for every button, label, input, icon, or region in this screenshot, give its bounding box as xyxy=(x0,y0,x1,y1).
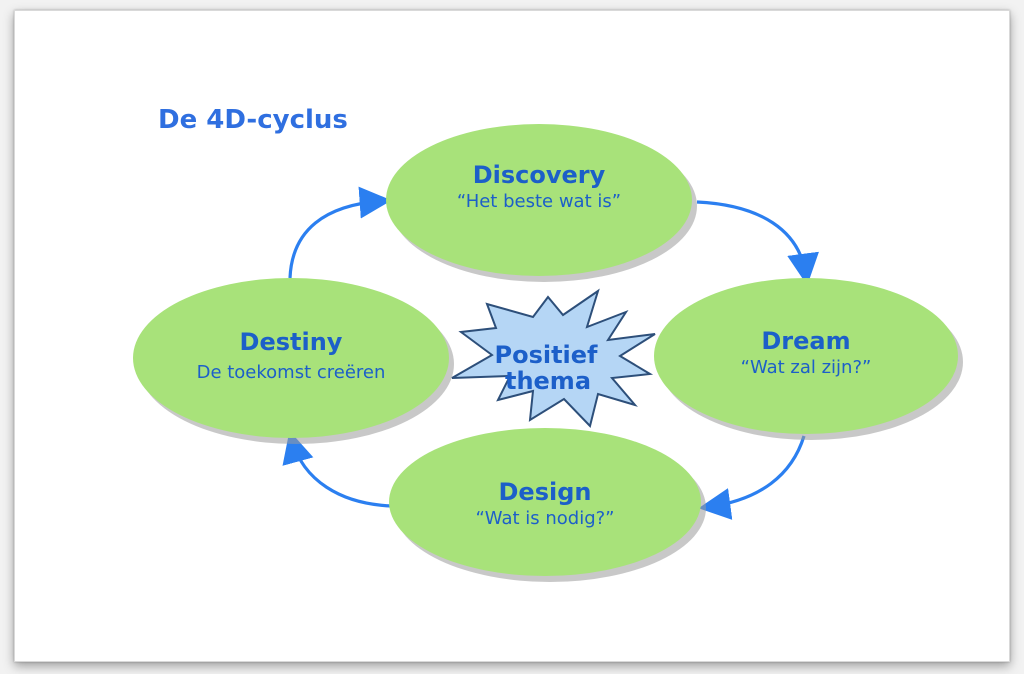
arrow-design-to-destiny xyxy=(282,430,393,508)
node-destiny-subtitle: De toekomst creëren xyxy=(197,362,386,383)
node-design: Design “Wat is nodig?” xyxy=(389,428,706,582)
node-design-subtitle: “Wat is nodig?” xyxy=(475,508,614,529)
node-dream-subtitle: “Wat zal zijn?” xyxy=(741,357,872,378)
arrow-discovery-to-dream xyxy=(696,200,819,286)
node-destiny-title: Destiny xyxy=(240,328,343,356)
node-discovery-subtitle: “Het beste wat is” xyxy=(457,191,621,212)
diagram-title: De 4D-cyclus xyxy=(158,105,348,135)
node-design-title: Design xyxy=(499,478,592,506)
center-theme: Positief thema xyxy=(451,288,656,428)
arrow-dream-to-design xyxy=(698,435,806,520)
arrow-destiny-to-discovery xyxy=(288,186,392,279)
node-discovery: Discovery “Het beste wat is” xyxy=(386,124,697,282)
node-discovery-title: Discovery xyxy=(473,161,606,189)
starburst-icon xyxy=(451,288,656,428)
center-theme-line1: Positief xyxy=(494,341,598,369)
node-dream: Dream “Wat zal zijn?” xyxy=(654,278,963,440)
node-destiny: Destiny De toekomst creëren xyxy=(133,278,454,444)
center-theme-line2: thema xyxy=(505,367,591,395)
node-dream-title: Dream xyxy=(761,327,850,355)
